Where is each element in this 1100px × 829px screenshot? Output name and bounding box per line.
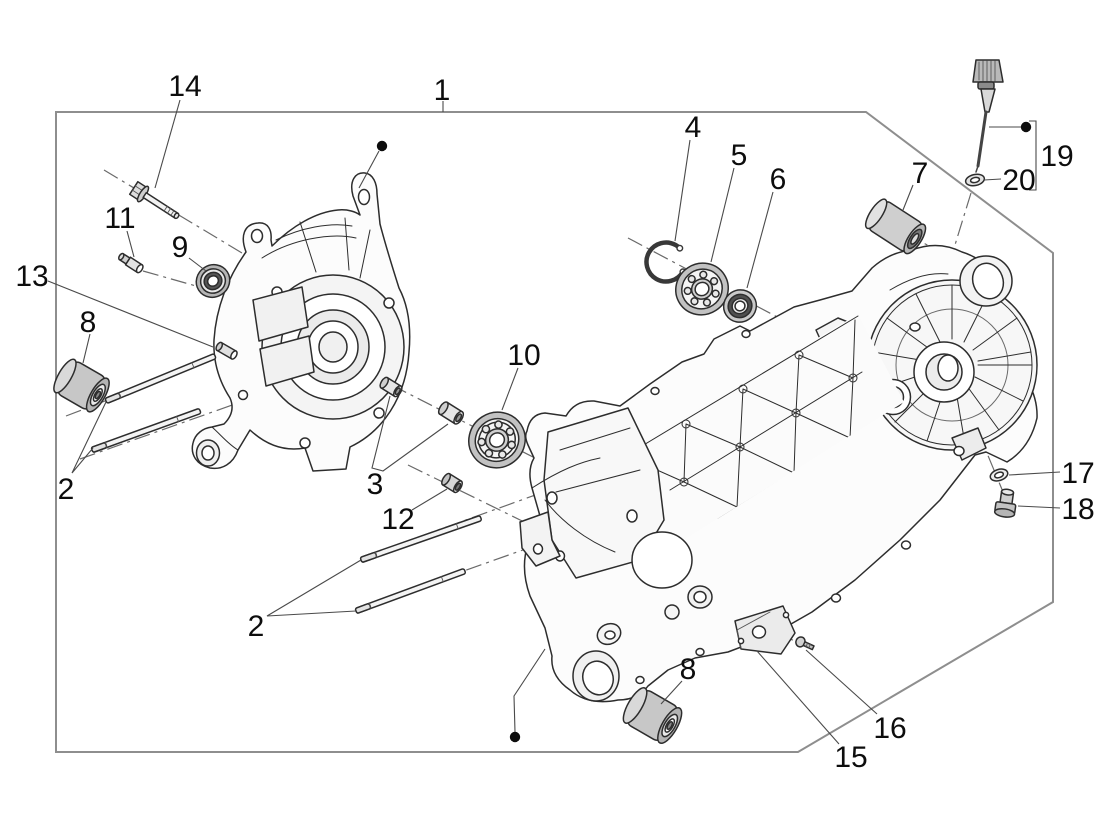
leader-lines	[47, 99, 1061, 745]
callout-6[interactable]: 6	[770, 163, 787, 196]
callout-14[interactable]: 14	[168, 70, 201, 103]
callout-11[interactable]: 11	[104, 202, 135, 235]
ref-dot-left-half	[376, 140, 388, 152]
callout-1[interactable]: 1	[434, 74, 451, 107]
spacer-bush-12	[441, 472, 463, 494]
stud-2-c	[359, 515, 482, 563]
ref-dot-dipstick	[1020, 121, 1032, 133]
retainer-plate-15	[734, 605, 796, 655]
hex-flange-bolt-14	[128, 180, 180, 220]
callout-19[interactable]: 19	[1040, 140, 1073, 173]
stud-2-a	[104, 353, 217, 404]
bracket-19-20	[1029, 120, 1037, 191]
callout-12[interactable]: 12	[381, 503, 414, 536]
callout-18[interactable]: 18	[1061, 493, 1094, 526]
ref-dot-right-half	[509, 731, 521, 743]
callout-2-mid[interactable]: 2	[248, 610, 265, 643]
oil-seal-9	[195, 263, 231, 299]
flexible-bush-8-right	[622, 687, 683, 744]
oil-dipstick-19	[972, 59, 1004, 173]
spacer-bush-7	[864, 198, 927, 255]
callout-8-right[interactable]: 8	[680, 653, 697, 686]
callout-4[interactable]: 4	[685, 111, 702, 144]
callout-15[interactable]: 15	[834, 741, 867, 774]
callout-9[interactable]: 9	[172, 231, 189, 264]
stud-2-d	[354, 568, 466, 614]
ball-bearing-5	[675, 262, 729, 316]
dowel-sleeve-3-b	[437, 401, 465, 425]
drain-plug-18	[993, 488, 1017, 518]
ball-bearing-10	[468, 411, 526, 469]
callout-2-left[interactable]: 2	[58, 473, 75, 506]
crankcase-half-left-drawing	[191, 172, 411, 472]
washer-17	[989, 468, 1009, 482]
callout-10[interactable]: 10	[507, 339, 540, 372]
callout-8-left[interactable]: 8	[80, 306, 97, 339]
washer-20	[964, 173, 986, 187]
callout-20[interactable]: 20	[1002, 164, 1035, 197]
callout-5[interactable]: 5	[731, 139, 748, 172]
oil-seal-6	[722, 289, 758, 323]
flange-screw-16	[795, 636, 815, 651]
crankcase-half-right-drawing	[519, 244, 1038, 703]
callout-16[interactable]: 16	[873, 712, 906, 745]
studs-2	[90, 353, 482, 614]
reference-dots	[358, 121, 1032, 743]
callout-13[interactable]: 13	[15, 260, 48, 293]
callout-7[interactable]: 7	[912, 157, 929, 190]
callout-3[interactable]: 3	[367, 468, 384, 501]
stepped-pin-11	[118, 252, 144, 274]
assembly-border	[55, 111, 1054, 753]
flexible-bush-8-left	[53, 358, 110, 413]
stud-2-b	[90, 408, 202, 453]
callout-labels: 1 14 11 9 13 8 2 2 3 12 10 4 5 6 7 19 20…	[15, 70, 1094, 774]
dowel-pin-13	[215, 341, 238, 360]
callout-17[interactable]: 17	[1061, 457, 1094, 490]
dowel-sleeve-3-a	[379, 376, 403, 398]
